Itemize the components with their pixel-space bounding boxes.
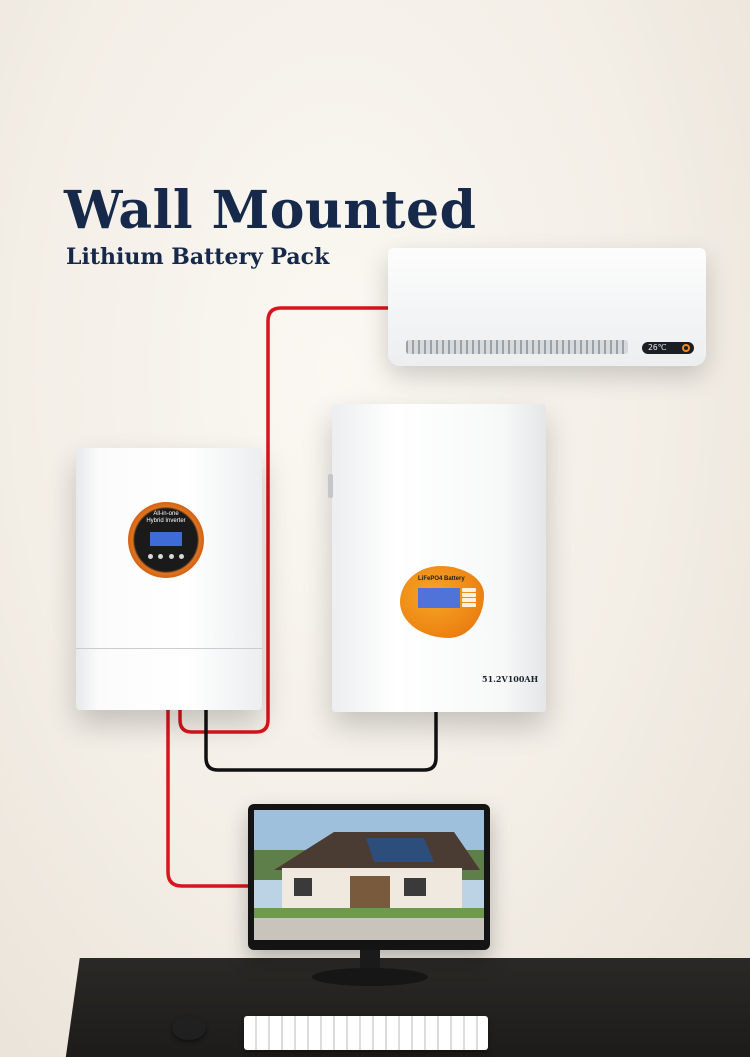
- monitor-icon: [248, 804, 490, 950]
- inverter-lcd: [150, 532, 182, 546]
- battery-keys: [462, 588, 476, 607]
- inverter-dial: All-in-one Hybrid Inverter: [128, 502, 204, 578]
- page-subtitle: Lithium Battery Pack: [66, 244, 330, 270]
- mouse-icon: [172, 1016, 206, 1040]
- battery-model-label: 51.2V100AH: [482, 674, 539, 684]
- inverter-label-line2: Hybrid Inverter: [146, 518, 186, 524]
- inverter-label-line1: All-in-one: [153, 511, 179, 517]
- monitor-screen: [254, 810, 484, 940]
- page-title: Wall Mounted: [64, 180, 477, 241]
- battery-badge-label: LiFePO4 Battery: [418, 576, 465, 582]
- air-conditioner-icon: 26℃: [388, 248, 706, 366]
- keyboard-icon: [244, 1016, 488, 1050]
- monitor-base: [312, 968, 428, 986]
- battery-badge: LiFePO4 Battery: [400, 566, 484, 638]
- monitor-neck: [360, 950, 380, 972]
- battery-hinge: [328, 474, 333, 498]
- ac-vent: [406, 340, 628, 354]
- inverter-buttons: [148, 554, 184, 559]
- ac-display: 26℃: [642, 342, 694, 354]
- inverter-dial-label: All-in-one Hybrid Inverter: [128, 511, 204, 525]
- battery-lcd: [418, 588, 460, 608]
- house-photo: [254, 810, 484, 940]
- red-cable-ac-to-inverter: [178, 306, 388, 734]
- inverter-seam: [76, 648, 262, 649]
- black-cable-inverter-to-battery: [204, 706, 438, 772]
- inverter-icon: All-in-one Hybrid Inverter: [76, 448, 262, 710]
- battery-icon: LiFePO4 Battery 51.2V100AH: [328, 404, 546, 712]
- red-cable-inverter-to-monitor: [166, 706, 250, 888]
